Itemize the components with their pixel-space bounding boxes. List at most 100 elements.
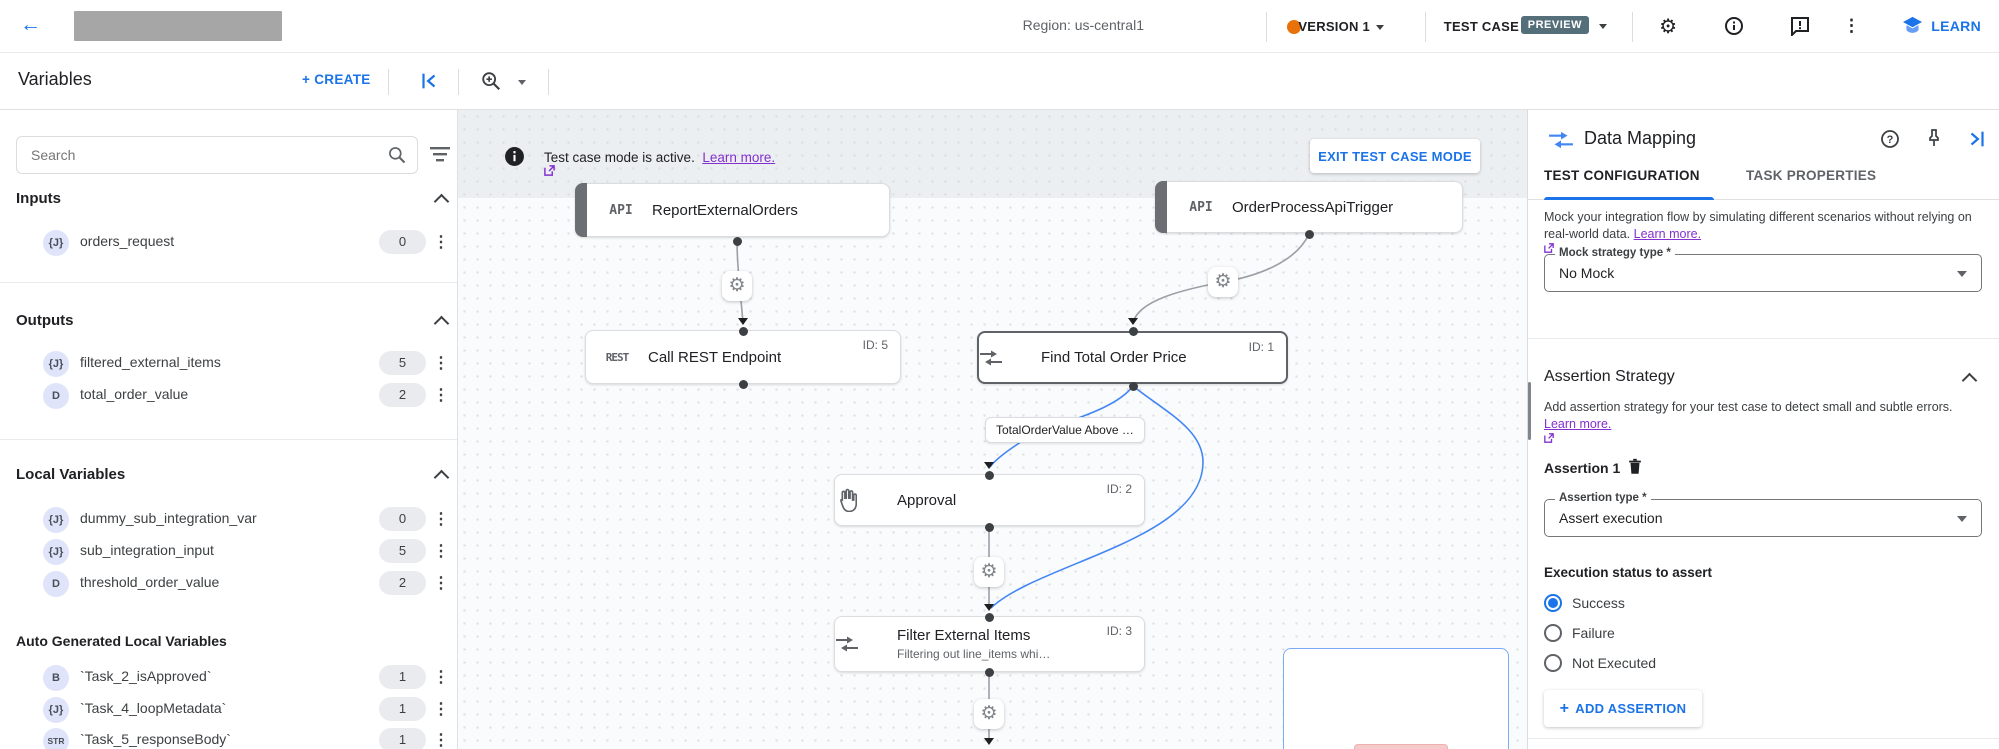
learn-link[interactable]: LEARN [1931, 18, 1981, 34]
collapse-right-panel-icon[interactable] [1966, 128, 1988, 150]
exit-test-case-mode-button[interactable]: EXIT TEST CASE MODE [1310, 139, 1480, 173]
variable-row[interactable]: {J} sub_integration_input 5 ⋮ [0, 538, 457, 566]
more-options-kebab-icon[interactable]: ⋮ [1843, 16, 1860, 35]
assertion-type-select[interactable]: Assertion type * Assert execution [1544, 492, 1982, 537]
row-kebab-icon[interactable]: ⋮ [433, 387, 449, 404]
type-json-icon: {J} [43, 539, 69, 565]
api-trigger-icon: API [1189, 199, 1213, 215]
feedback-icon[interactable] [1790, 16, 1810, 36]
connector-dot[interactable] [732, 236, 742, 246]
pin-icon[interactable] [1924, 128, 1944, 149]
zoom-dropdown-caret-icon[interactable] [518, 80, 526, 85]
node-subtitle: Filtering out line_items whi… [897, 647, 1051, 661]
connector-dot[interactable] [984, 612, 994, 622]
collapse-left-panel-icon[interactable] [418, 70, 440, 92]
node-call-rest-endpoint[interactable]: ID: 5 REST Call REST Endpoint [585, 330, 901, 384]
edge-settings-gear-icon[interactable]: ⚙ [974, 557, 1004, 587]
mock-learn-more-link[interactable]: Learn more. [1633, 226, 1702, 241]
edge-settings-gear-icon[interactable]: ⚙ [722, 271, 752, 301]
edge-arrowhead [1128, 318, 1138, 325]
row-kebab-icon[interactable]: ⋮ [433, 355, 449, 372]
type-boolean-icon: B [43, 665, 69, 691]
collapse-locals-icon[interactable] [433, 469, 450, 486]
edge-condition-label[interactable]: TotalOrderValue Above … [985, 417, 1145, 443]
editor-toolbar: Variables + CREATE TEST test-1 [0, 53, 1999, 152]
test-case-chevron-icon[interactable] [1599, 24, 1607, 29]
variable-row[interactable]: {J} filtered_external_items 5 ⋮ [0, 350, 457, 378]
node-find-total-order-price[interactable]: ID: 1 Find Total Order Price [977, 331, 1288, 384]
usage-count-badge: 2 [379, 383, 426, 407]
collapse-assertions-icon[interactable] [1961, 372, 1978, 389]
assertion-description: Add assertion strategy for your test cas… [1544, 399, 1980, 443]
back-arrow-icon[interactable]: ← [20, 13, 41, 36]
node-order-process-api-trigger[interactable]: API OrderProcessApiTrigger [1155, 181, 1463, 233]
settings-gear-icon[interactable]: ⚙ [1659, 16, 1677, 38]
type-json-icon: {J} [43, 697, 69, 723]
connector-dot[interactable] [984, 522, 994, 532]
delete-assertion-icon[interactable] [1626, 457, 1644, 476]
edge-settings-gear-icon[interactable]: ⚙ [1208, 267, 1238, 297]
variable-row[interactable]: D total_order_value 2 ⋮ [0, 382, 457, 410]
node-report-external-orders[interactable]: API ReportExternalOrders [575, 183, 890, 237]
create-variable-button[interactable]: + CREATE [302, 72, 371, 87]
approval-hand-icon [835, 488, 897, 512]
connector-dot[interactable] [984, 667, 994, 677]
filter-sort-icon[interactable] [430, 145, 450, 163]
usage-count-badge: 1 [379, 697, 426, 721]
tab-test-configuration[interactable]: TEST CONFIGURATION [1544, 168, 1700, 183]
collapse-inputs-icon[interactable] [433, 193, 450, 210]
row-kebab-icon[interactable]: ⋮ [433, 701, 449, 718]
add-assertion-button[interactable]: +ADD ASSERTION [1544, 690, 1702, 727]
variable-row[interactable]: {J} orders_request 0 ⋮ [0, 229, 457, 257]
row-kebab-icon[interactable]: ⋮ [433, 732, 449, 749]
connector-dot[interactable] [1128, 381, 1138, 391]
help-icon[interactable]: ? [1880, 129, 1900, 149]
assertion-1-label: Assertion 1 [1544, 460, 1621, 476]
usage-count-badge: 5 [379, 351, 426, 375]
radio-success[interactable] [1544, 594, 1562, 612]
search-input[interactable] [29, 146, 383, 164]
trigger-accent-bar [1155, 181, 1167, 233]
connector-dot[interactable] [1128, 326, 1138, 336]
variable-row[interactable]: B `Task_2_isApproved` 1 ⋮ [0, 664, 457, 692]
assertion-learn-more-link[interactable]: Learn more. [1544, 416, 1612, 431]
zoom-tool-icon[interactable] [480, 70, 502, 92]
version-selector[interactable]: VERSION 1 [1298, 19, 1384, 34]
data-mapping-panel: Data Mapping ? TEST CONFIGURATION TASK P… [1527, 110, 1999, 749]
node-filter-external-items[interactable]: ID: 3 Filter External Items Filtering ou… [834, 616, 1145, 672]
connector-dot[interactable] [738, 379, 748, 389]
panel-title: Data Mapping [1584, 128, 1697, 148]
variable-row[interactable]: D threshold_order_value 2 ⋮ [0, 570, 457, 598]
collapse-outputs-icon[interactable] [433, 315, 450, 332]
info-icon[interactable] [1724, 16, 1744, 36]
row-kebab-icon[interactable]: ⋮ [433, 575, 449, 592]
variable-row[interactable]: STR `Task_5_responseBody` 1 ⋮ [0, 727, 457, 749]
banner-learn-more-link[interactable]: Learn more. [702, 150, 776, 165]
usage-count-badge: 5 [379, 539, 426, 563]
search-icon [387, 145, 407, 165]
type-double-icon: D [43, 571, 69, 597]
svg-text:?: ? [1887, 134, 1894, 146]
section-title-locals: Local Variables [16, 466, 126, 483]
edge-arrowhead [984, 604, 994, 611]
tab-task-properties[interactable]: TASK PROPERTIES [1746, 168, 1877, 183]
radio-failure[interactable] [1544, 624, 1562, 642]
connector-dot[interactable] [1304, 229, 1314, 239]
row-kebab-icon[interactable]: ⋮ [433, 669, 449, 686]
variable-row[interactable]: {J} `Task_4_loopMetadata` 1 ⋮ [0, 696, 457, 724]
connector-dot[interactable] [738, 326, 748, 336]
row-kebab-icon[interactable]: ⋮ [433, 543, 449, 560]
node-approval[interactable]: ID: 2 Approval [834, 474, 1145, 526]
row-kebab-icon[interactable]: ⋮ [433, 511, 449, 528]
flow-canvas[interactable]: ⚙ ⚙ ⚙ ⚙ TotalOrderValue Above … Test cas… [458, 110, 1527, 749]
search-field[interactable] [16, 136, 418, 174]
row-kebab-icon[interactable]: ⋮ [433, 234, 449, 251]
connector-dot[interactable] [984, 470, 994, 480]
section-title-auto-generated: Auto Generated Local Variables [16, 633, 227, 649]
mock-strategy-select[interactable]: Mock strategy type * No Mock [1544, 247, 1982, 292]
radio-not-executed[interactable] [1544, 654, 1562, 672]
edge-settings-gear-icon[interactable]: ⚙ [974, 699, 1004, 729]
panel-scrollbar[interactable] [1528, 382, 1531, 440]
mock-description: Mock your integration flow by simulating… [1544, 209, 1980, 253]
variable-row[interactable]: {J} dummy_sub_integration_var 0 ⋮ [0, 506, 457, 534]
